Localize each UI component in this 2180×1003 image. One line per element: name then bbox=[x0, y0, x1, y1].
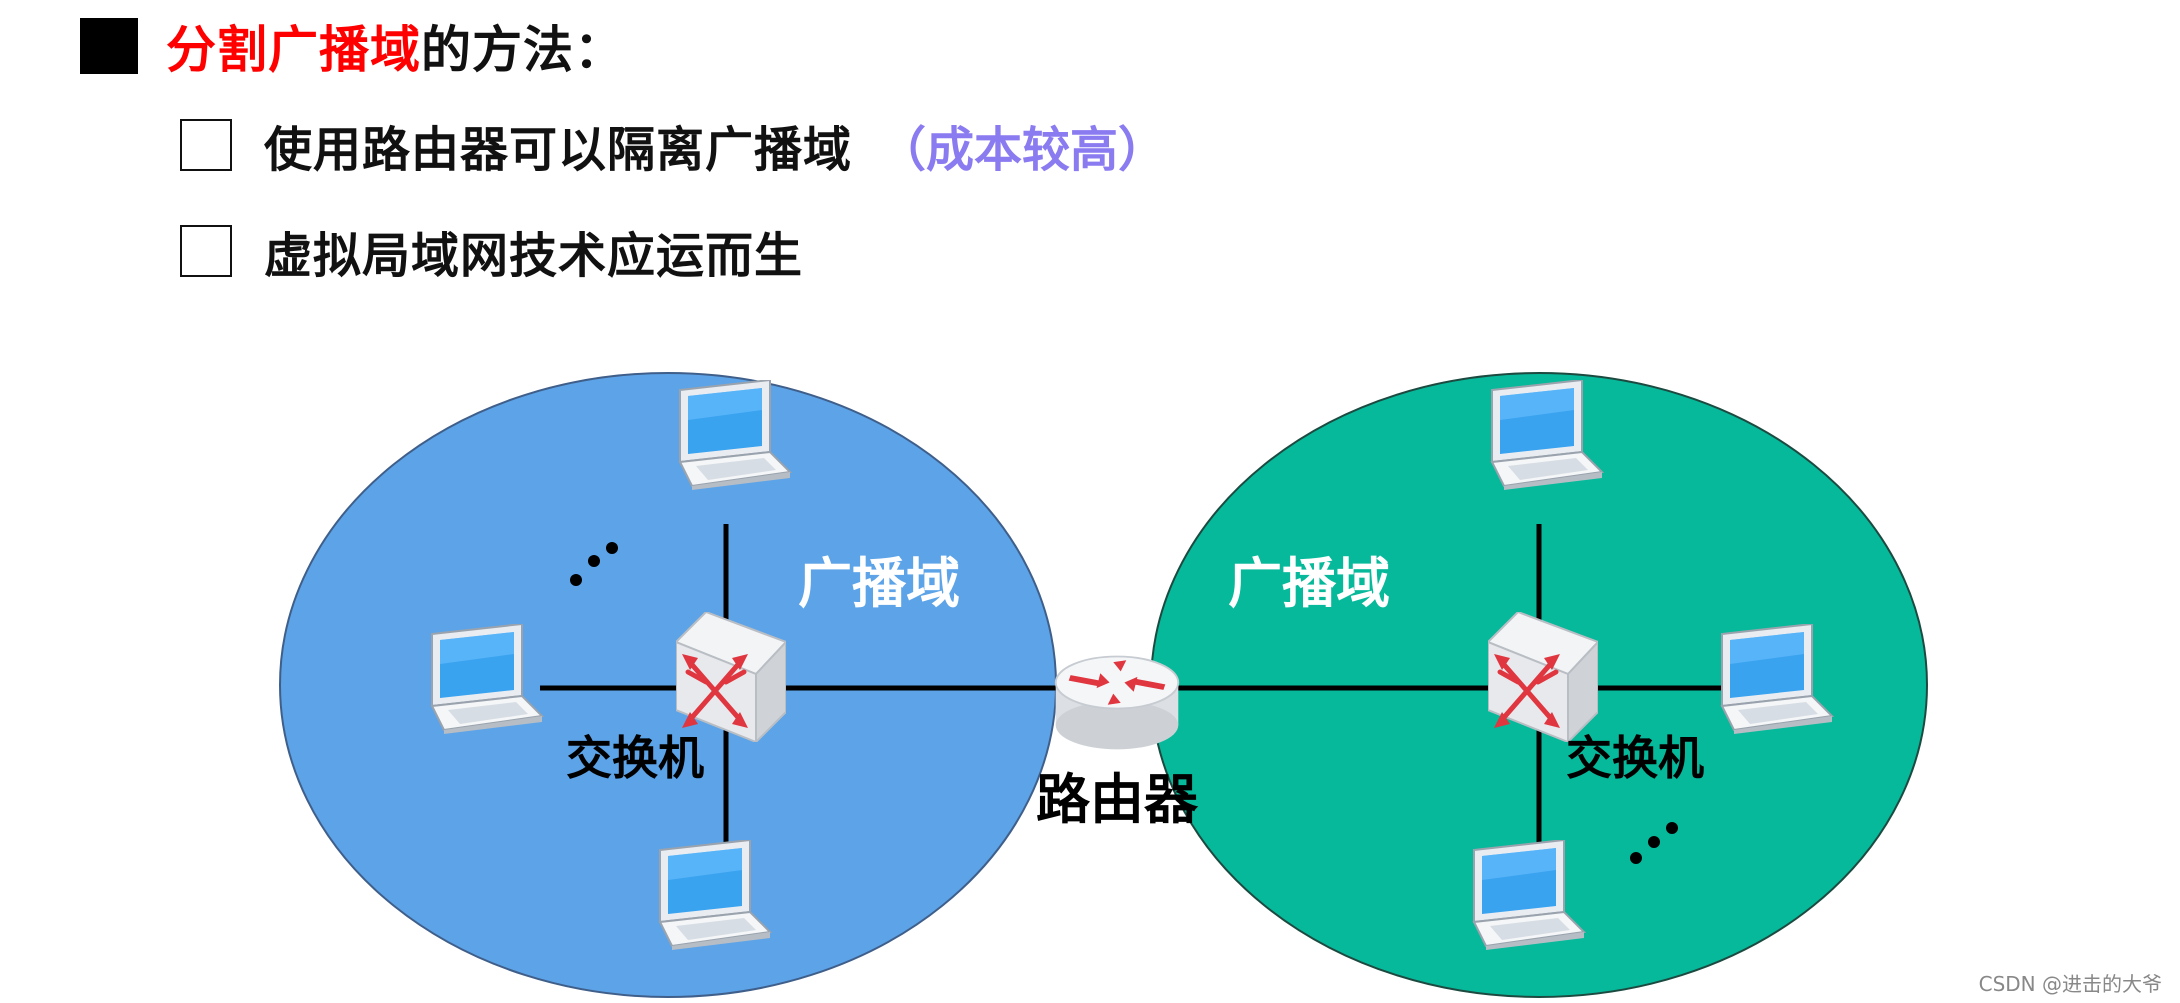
bullet-item-router: 使用路由器可以隔离广播域 （成本较高） bbox=[180, 110, 1166, 180]
left-switch-label: 交换机 bbox=[566, 731, 704, 785]
router-icon bbox=[1054, 655, 1180, 751]
left-domain-label: 广播域 bbox=[798, 552, 960, 615]
watermark: CSDN @进击的大爷 bbox=[1978, 972, 2162, 996]
heading-rest: 的方法： bbox=[421, 21, 625, 79]
checkbox-icon bbox=[180, 225, 232, 277]
heading-square-icon bbox=[80, 18, 138, 74]
router-label: 路由器 bbox=[1036, 768, 1199, 831]
right-domain-label: 广播域 bbox=[1228, 552, 1390, 615]
right-switch-label: 交换机 bbox=[1566, 731, 1704, 785]
heading-highlight: 分割广播域 bbox=[166, 21, 421, 79]
bullet-item-vlan: 虚拟局域网技术应运而生 bbox=[180, 216, 803, 286]
bullet-text: 使用路由器可以隔离广播域 bbox=[264, 122, 853, 178]
ellipsis-dots-icon bbox=[1630, 822, 1678, 864]
bullet-text: 虚拟局域网技术应运而生 bbox=[264, 228, 804, 284]
bullet-note: （成本较高） bbox=[878, 122, 1167, 178]
ellipsis-dots-icon bbox=[570, 542, 618, 586]
page-heading: 分割广播域 的方法： bbox=[80, 14, 625, 79]
checkbox-icon bbox=[180, 119, 232, 171]
